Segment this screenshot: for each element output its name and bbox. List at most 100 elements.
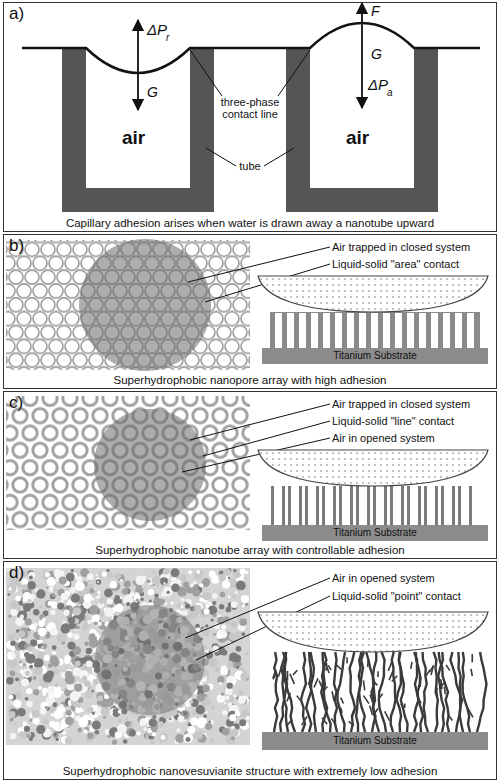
texture-grain (97, 695, 103, 701)
panel-letter: b) (9, 236, 24, 256)
texture-grain (83, 623, 89, 629)
texture-grain (8, 711, 15, 718)
texture-grain (140, 597, 144, 601)
leader-line (264, 148, 294, 166)
substrate-label: Titanium Substrate (295, 735, 455, 746)
tube-wall (401, 486, 404, 525)
texture-grain (92, 720, 101, 729)
texture-grain (213, 613, 217, 617)
texture-grain (208, 658, 217, 667)
texture-grain (160, 577, 168, 585)
texture-grain (29, 665, 33, 669)
texture-grain (73, 668, 81, 676)
nanotube (288, 486, 302, 525)
texture-grain (11, 653, 16, 658)
texture-grain (228, 596, 231, 599)
texture-grain (7, 658, 17, 668)
texture-grain (23, 603, 31, 611)
texture-grain (22, 668, 31, 677)
texture-grain (68, 617, 75, 624)
texture-grain (197, 734, 203, 740)
texture-grain (84, 641, 88, 645)
texture-grain (222, 650, 228, 656)
texture-grain (50, 593, 56, 599)
texture-grain (104, 607, 113, 616)
texture-grain (42, 688, 48, 694)
nanopore (359, 313, 366, 348)
texture-grain (97, 591, 100, 594)
texture-grain (114, 704, 118, 708)
texture-grain (101, 602, 104, 605)
callout-label: Air trapped in closed system (332, 398, 470, 410)
texture-grain (51, 658, 60, 667)
nanopore (275, 313, 282, 348)
texture-grain (24, 726, 30, 732)
panel-caption: Capillary adhesion arises when water is … (4, 217, 496, 229)
titanium-substrate (262, 348, 488, 364)
texture-grain (63, 605, 73, 615)
texture-grain (107, 735, 110, 738)
porous-branch (448, 715, 452, 720)
water-droplet (258, 612, 488, 652)
texture-grain (155, 583, 159, 587)
droplet-footprint (94, 409, 206, 521)
texture-grain (120, 579, 123, 582)
texture-grain (175, 734, 184, 743)
texture-grain (29, 576, 33, 580)
texture-grain (136, 598, 139, 601)
texture-grain (163, 582, 165, 584)
subscript: a (387, 87, 393, 98)
texture-grain (71, 569, 74, 572)
texture-grain (38, 628, 47, 637)
texture-grain (11, 633, 16, 638)
texture-grain (27, 647, 33, 653)
texture-grain (77, 728, 82, 733)
texture-grain (235, 711, 240, 716)
texture-grain (219, 682, 222, 685)
panel-caption: Superhydrophobic nanotube array with con… (4, 544, 496, 556)
texture-grain (42, 617, 46, 621)
porous-strand (372, 652, 379, 732)
texture-grain (184, 601, 187, 604)
titanium-substrate (262, 525, 488, 541)
tube-wall (333, 486, 336, 525)
texture-grain (32, 710, 40, 718)
texture-grain (233, 695, 236, 698)
porous-branch (377, 671, 379, 677)
porous-branch (363, 680, 364, 690)
texture-grain (190, 717, 198, 725)
porous-strand (321, 652, 330, 732)
texture-grain (232, 741, 235, 744)
texture-grain (54, 710, 62, 718)
texture-grain (66, 710, 72, 716)
panel-letter: c) (9, 393, 23, 413)
texture-grain (183, 581, 189, 587)
texture-grain (236, 580, 246, 590)
water-droplet (258, 276, 488, 312)
nanotube (271, 486, 285, 525)
texture-grain (177, 604, 181, 608)
texture-grain (89, 690, 94, 695)
texture-grain (122, 588, 128, 594)
texture-grain (92, 690, 94, 692)
nanotube (339, 486, 353, 525)
texture-grain (130, 593, 133, 596)
texture-grain (136, 731, 140, 735)
texture-grain (101, 707, 110, 716)
porous-branch (446, 665, 450, 671)
tube-wall (367, 486, 370, 525)
texture-grain (179, 574, 186, 581)
texture-grain (40, 702, 48, 710)
porous-strand (439, 652, 449, 732)
texture-grain (7, 569, 10, 572)
porous-strand (379, 652, 386, 732)
texture-grain (78, 717, 88, 727)
texture-grain (206, 601, 210, 605)
texture-grain (67, 642, 75, 650)
texture-grain (10, 670, 16, 676)
texture-grain (44, 655, 50, 661)
texture-grain (76, 703, 81, 708)
nanotube (305, 486, 319, 525)
porous-branch (471, 654, 473, 662)
